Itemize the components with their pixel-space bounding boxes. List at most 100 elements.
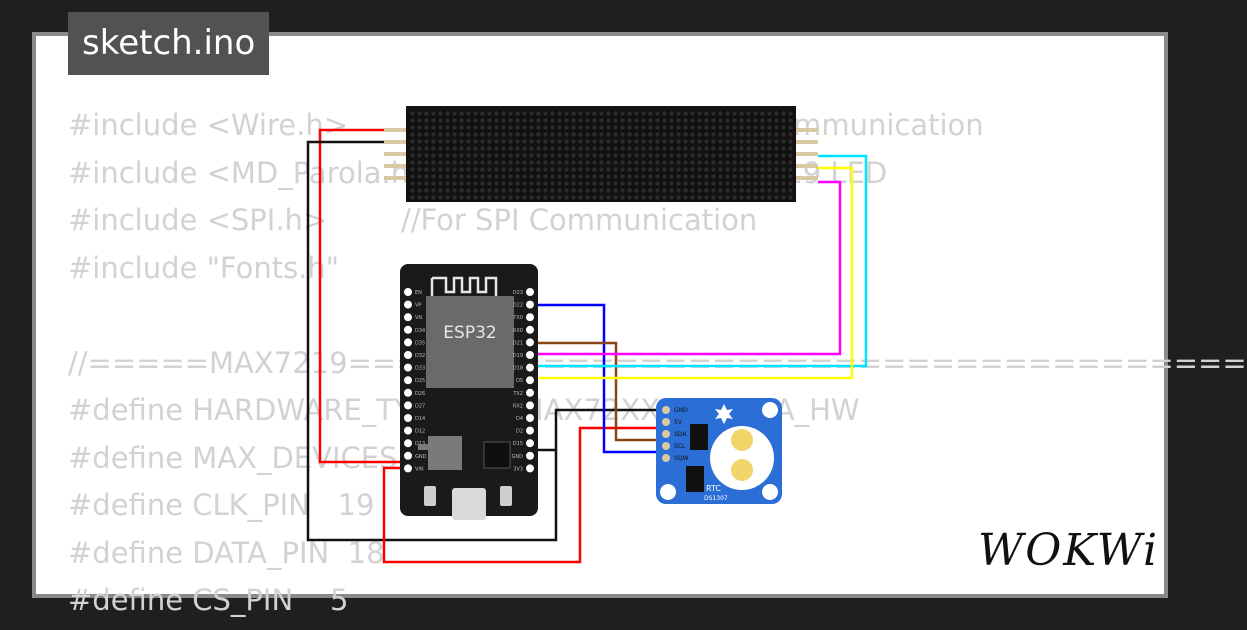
pin-label: RX0 <box>513 328 523 334</box>
pin-label: VP <box>415 303 421 309</box>
pin-label: VN <box>415 315 422 321</box>
pin-hole[interactable] <box>526 288 534 296</box>
code-line: #include "Fonts.h" <box>68 250 340 285</box>
pin-hole[interactable] <box>404 313 412 322</box>
pin-label: EN <box>415 290 422 296</box>
matrix-header-pins-left <box>384 128 406 180</box>
rtc-chip-name: DS1307 <box>704 495 728 502</box>
wire-brown-sda[interactable] <box>530 341 666 442</box>
wire-cyan-din[interactable] <box>530 154 868 368</box>
pin-hole[interactable] <box>404 376 412 385</box>
wokwi-logo: WOKWi <box>978 525 1160 576</box>
wifi-antenna-icon <box>430 276 498 296</box>
en-button[interactable] <box>500 486 512 506</box>
filename-badge: sketch.ino <box>68 12 270 75</box>
wire-yellow-cs[interactable] <box>530 166 854 380</box>
pin-holes-left <box>404 288 412 473</box>
pin-hole[interactable] <box>526 338 534 347</box>
pin-label: D14 <box>415 416 425 422</box>
rtc-pin-pad[interactable] <box>662 442 670 450</box>
matrix-led-grid <box>409 110 793 200</box>
matrix-header-pins-right <box>796 128 818 180</box>
pin-hole[interactable] <box>526 401 534 410</box>
pin-hole[interactable] <box>526 414 534 422</box>
pin-label: TX0 <box>512 315 523 321</box>
rtc-pin-pads <box>662 406 670 462</box>
led-matrix-module[interactable] <box>384 106 818 202</box>
pin-label: D18 <box>513 366 523 372</box>
rtc-title: RTC <box>706 484 721 493</box>
rtc-battery-holder <box>710 426 774 490</box>
rtc-chip <box>690 424 708 450</box>
pin-label: D2 <box>516 429 523 435</box>
pin-hole[interactable] <box>404 351 412 359</box>
wire-magenta-clk[interactable] <box>530 180 842 356</box>
pin-hole[interactable] <box>404 300 412 309</box>
rtc-pin-label: GND <box>674 407 688 414</box>
code-line: //=====MAX7219==========================… <box>68 345 1247 380</box>
pin-label: D22 <box>513 303 523 309</box>
rtc-pin-label: SDA <box>674 431 687 438</box>
rtc-pin-pad[interactable] <box>662 430 670 438</box>
pin-label: D26 <box>415 391 425 397</box>
pin-label: D35 <box>415 340 425 346</box>
pin-hole[interactable] <box>526 313 534 322</box>
pin-hole[interactable] <box>526 376 534 385</box>
pin-hole[interactable] <box>404 288 412 296</box>
rtc-pin-pad[interactable] <box>662 418 670 426</box>
voltage-regulator <box>428 436 462 470</box>
pin-hole[interactable] <box>526 439 534 448</box>
pin-hole[interactable] <box>526 300 534 309</box>
pin-label: D5 <box>516 378 523 384</box>
pin-hole[interactable] <box>526 426 534 435</box>
pin-hole[interactable] <box>526 464 534 473</box>
pin-hole[interactable] <box>526 363 534 372</box>
rtc-mount-hole-right <box>762 484 778 500</box>
pin-hole[interactable] <box>404 325 412 334</box>
pin-hole[interactable] <box>404 426 412 435</box>
pin-label: D23 <box>513 290 523 296</box>
rtc-pin-pad[interactable] <box>662 406 670 414</box>
pin-label: D21 <box>513 340 523 346</box>
pin-hole[interactable] <box>526 325 534 334</box>
pin-label: 3V3 <box>513 466 523 472</box>
pin-label: D25 <box>415 378 425 384</box>
pin-hole[interactable] <box>404 363 412 372</box>
pin-hole[interactable] <box>404 451 412 460</box>
code-line: #define MAX_DEVICES 4 <box>68 440 426 475</box>
pin-label: D4 <box>516 416 523 422</box>
esp32-chip <box>426 296 514 388</box>
wire-black-gnd[interactable] <box>306 140 666 542</box>
pin-label: GND <box>415 454 427 460</box>
pin-holes-right <box>526 288 534 473</box>
wire-red-vcc[interactable] <box>318 128 408 464</box>
rtc-pin-pad[interactable] <box>662 454 670 462</box>
pin-hole[interactable] <box>526 388 534 397</box>
pin-hole[interactable] <box>404 338 412 347</box>
pin-hole[interactable] <box>404 388 412 397</box>
pin-label: RX2 <box>513 403 523 409</box>
esp32-chip-label: ESP32 <box>443 323 496 343</box>
pin-hole[interactable] <box>526 451 534 460</box>
pin-hole[interactable] <box>404 414 412 422</box>
usb-chip <box>483 441 511 469</box>
boot-button[interactable] <box>424 486 436 506</box>
code-line: #define CLK_PIN 19 <box>68 488 375 522</box>
pin-hole[interactable] <box>526 351 534 359</box>
esp32-board[interactable]: ESP32 ENVPVND34D35D32D33D25D26D27D14D12D… <box>400 264 538 520</box>
pin-hole[interactable] <box>404 439 412 448</box>
micro-usb-port[interactable] <box>452 488 486 520</box>
code-line: #define CS_PIN 5 <box>68 583 349 617</box>
pin-label: TX2 <box>512 391 523 397</box>
pin-label: D15 <box>513 441 523 447</box>
pin-label: D34 <box>415 328 425 334</box>
pin-hole[interactable] <box>404 464 412 473</box>
pin-labels-right: D23D22TX0RX0D21D19D18D5TX2RX2D4D2D15GND3… <box>512 290 524 472</box>
wire-red-rtc[interactable] <box>382 426 666 564</box>
rtc-crystal <box>686 466 704 492</box>
adafruit-flower-icon <box>715 404 733 424</box>
rtc-pin-label: SQW <box>674 455 689 462</box>
pin-label: D12 <box>415 429 425 435</box>
pin-hole[interactable] <box>404 401 412 410</box>
